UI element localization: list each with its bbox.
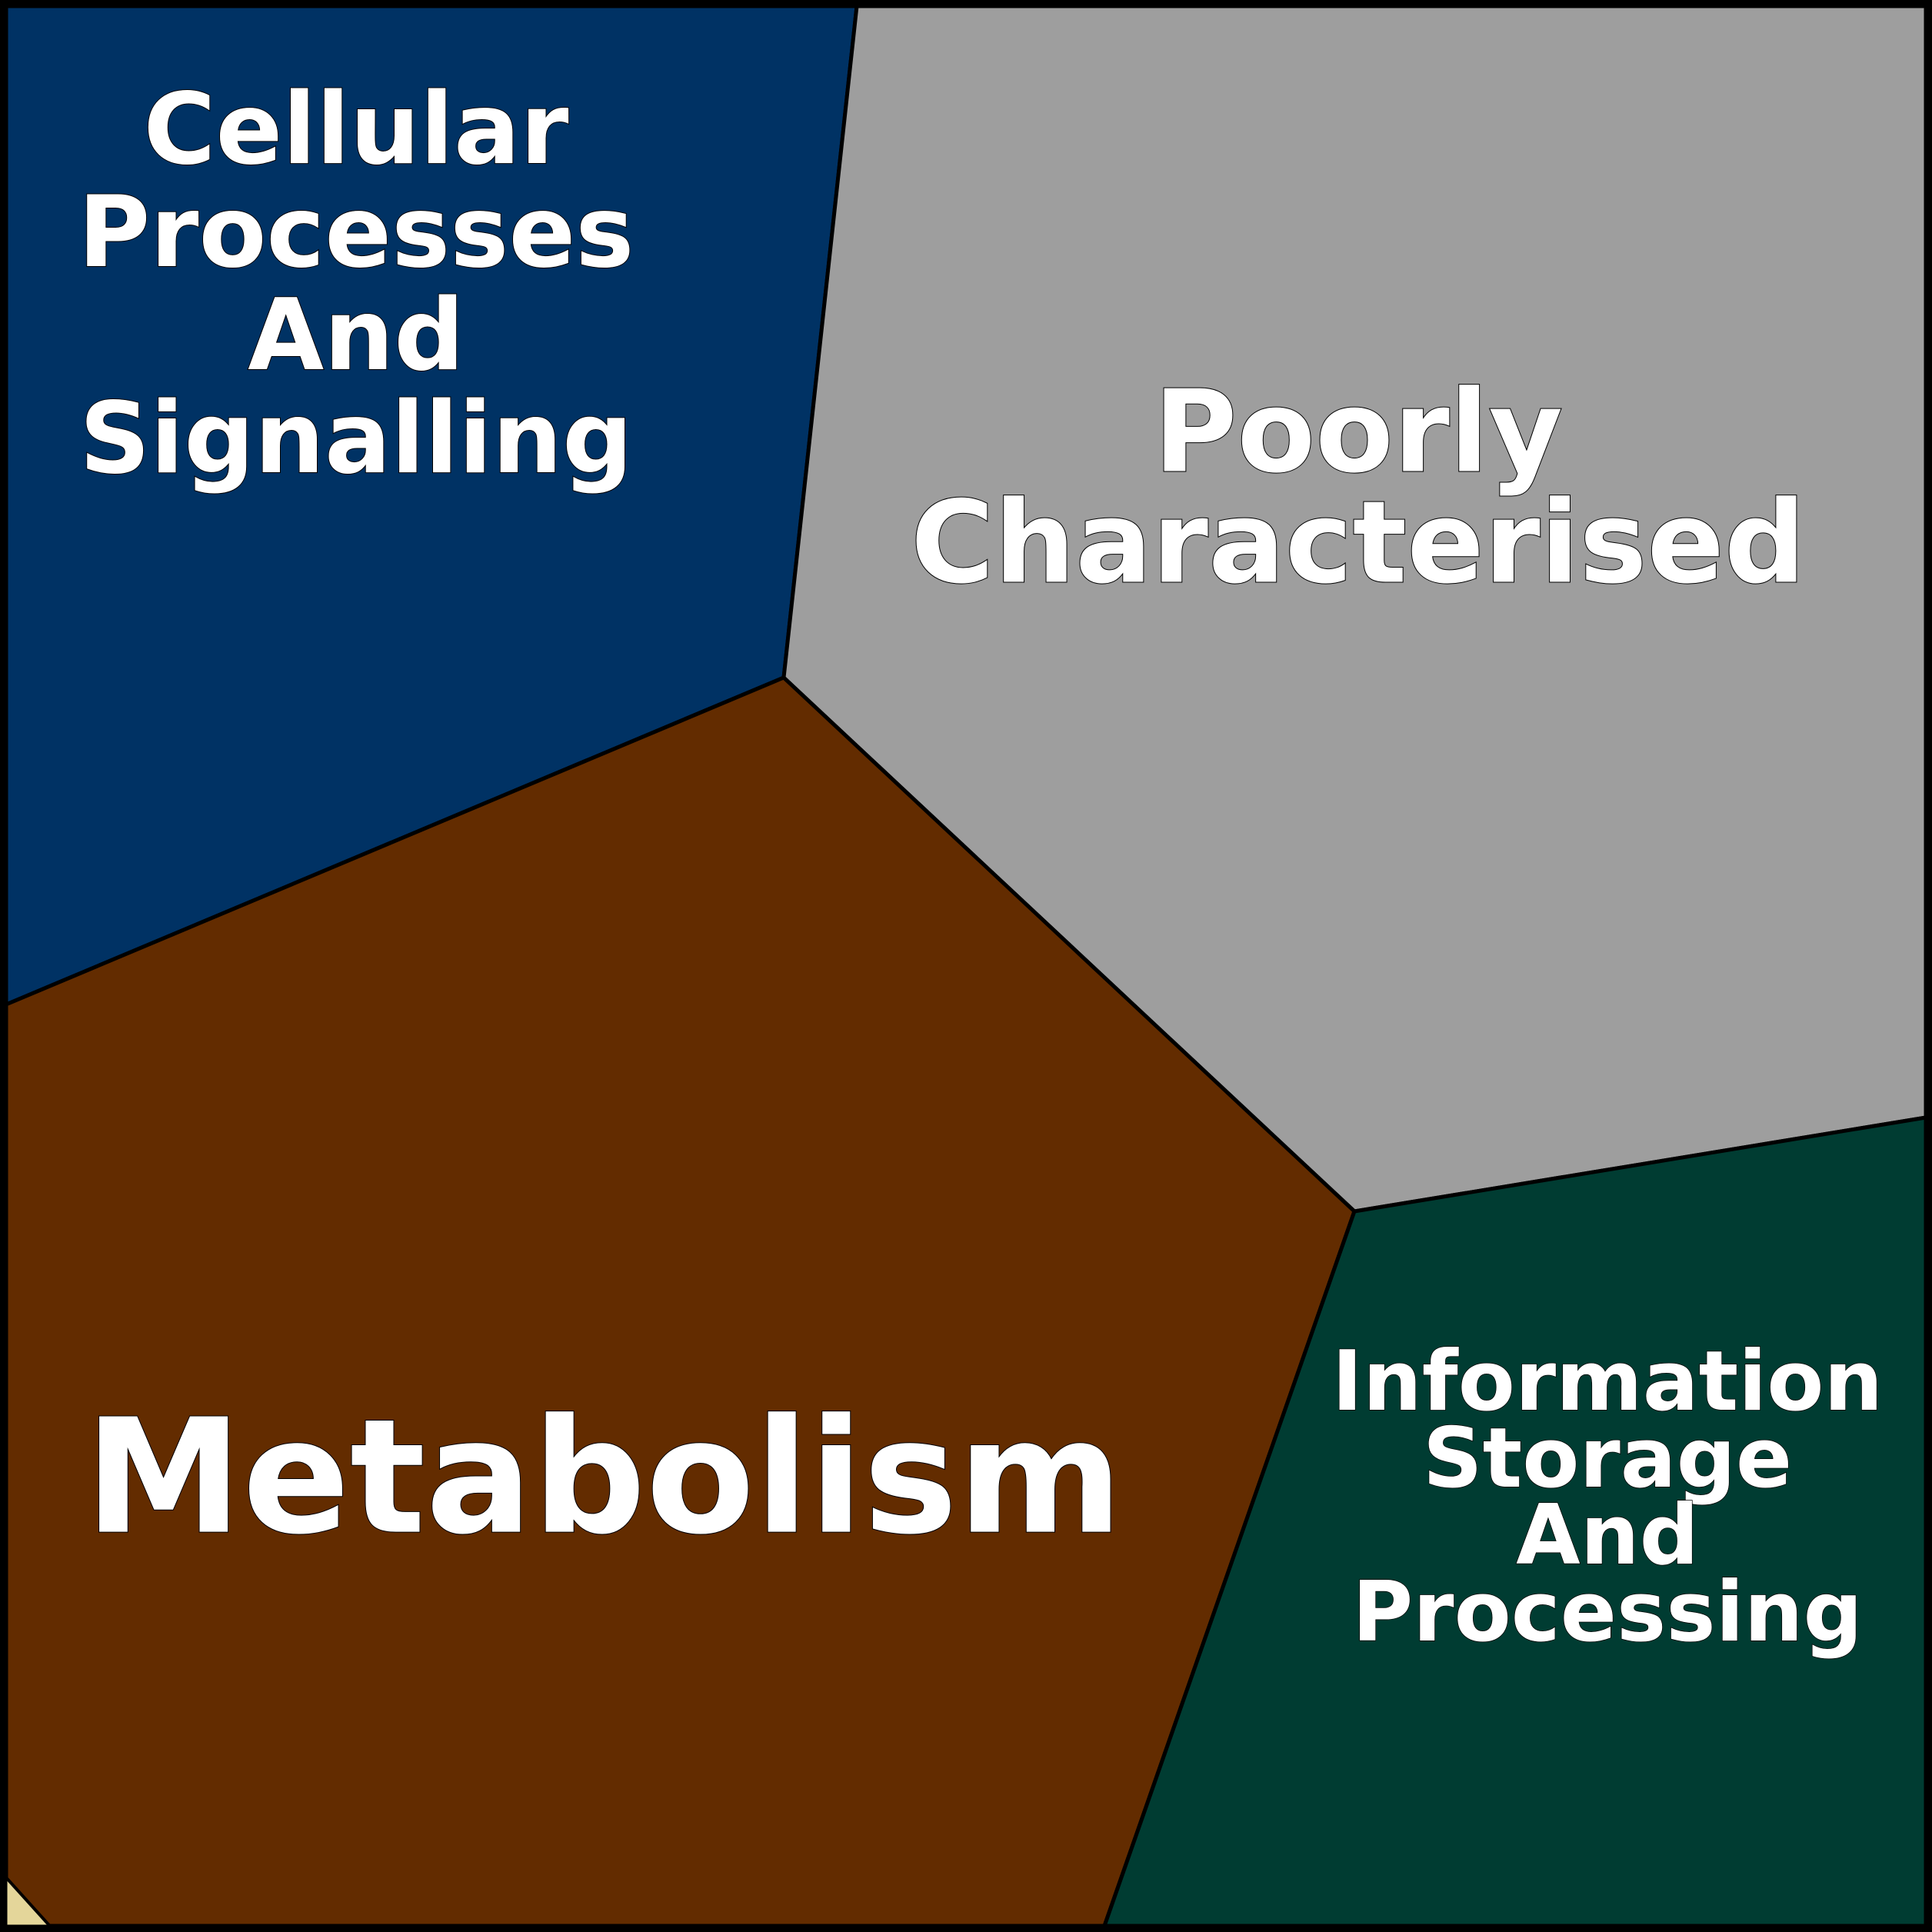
- label-line: Cellular: [144, 72, 569, 187]
- label-line: Characterised: [911, 477, 1806, 609]
- label-line: Processes: [78, 175, 635, 290]
- region-information-storage-and-processing[interactable]: [1102, 1115, 1928, 1928]
- label-line: Metabolism: [85, 1385, 1123, 1570]
- label-line: Information: [1332, 1334, 1884, 1430]
- label-line: Storage: [1423, 1411, 1792, 1507]
- label-line: And: [1516, 1487, 1699, 1584]
- label-line: And: [248, 278, 465, 393]
- region-small-corner[interactable]: [5, 1877, 51, 1927]
- label-metabolism: Metabolism: [85, 1385, 1123, 1570]
- label-line: Poorly: [1154, 366, 1563, 498]
- label-line: Signalling: [79, 381, 633, 496]
- label-line: Processing: [1352, 1564, 1863, 1661]
